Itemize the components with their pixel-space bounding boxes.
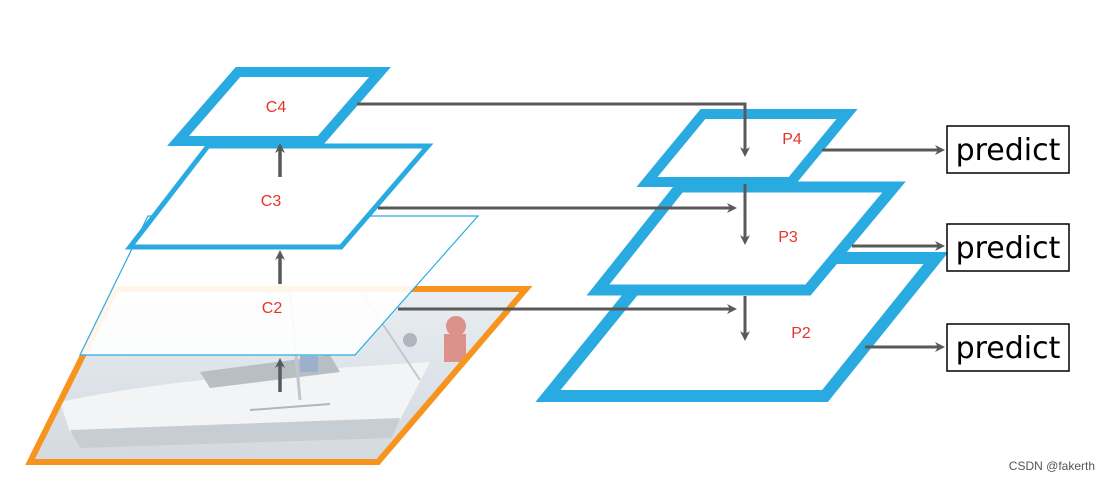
label-c2: C2 xyxy=(262,300,283,317)
layer-c4 xyxy=(167,67,391,146)
layer-p4 xyxy=(636,109,858,187)
layer-c3 xyxy=(124,143,434,250)
predict-label: predict xyxy=(956,133,1061,168)
label-c4: C4 xyxy=(266,99,287,116)
label-p4: P4 xyxy=(782,131,802,148)
predict-box-p3: predict xyxy=(946,223,1070,272)
label-p3: P3 xyxy=(778,229,798,246)
predict-box-p4: predict xyxy=(946,125,1070,174)
predict-label: predict xyxy=(956,331,1061,366)
predict-label: predict xyxy=(956,231,1061,266)
watermark: CSDN @fakerth xyxy=(1009,459,1095,473)
label-p2: P2 xyxy=(791,325,811,342)
label-c3: C3 xyxy=(261,193,282,210)
predict-box-p2: predict xyxy=(946,323,1070,372)
lateral-c4-to-p4 xyxy=(357,102,750,157)
